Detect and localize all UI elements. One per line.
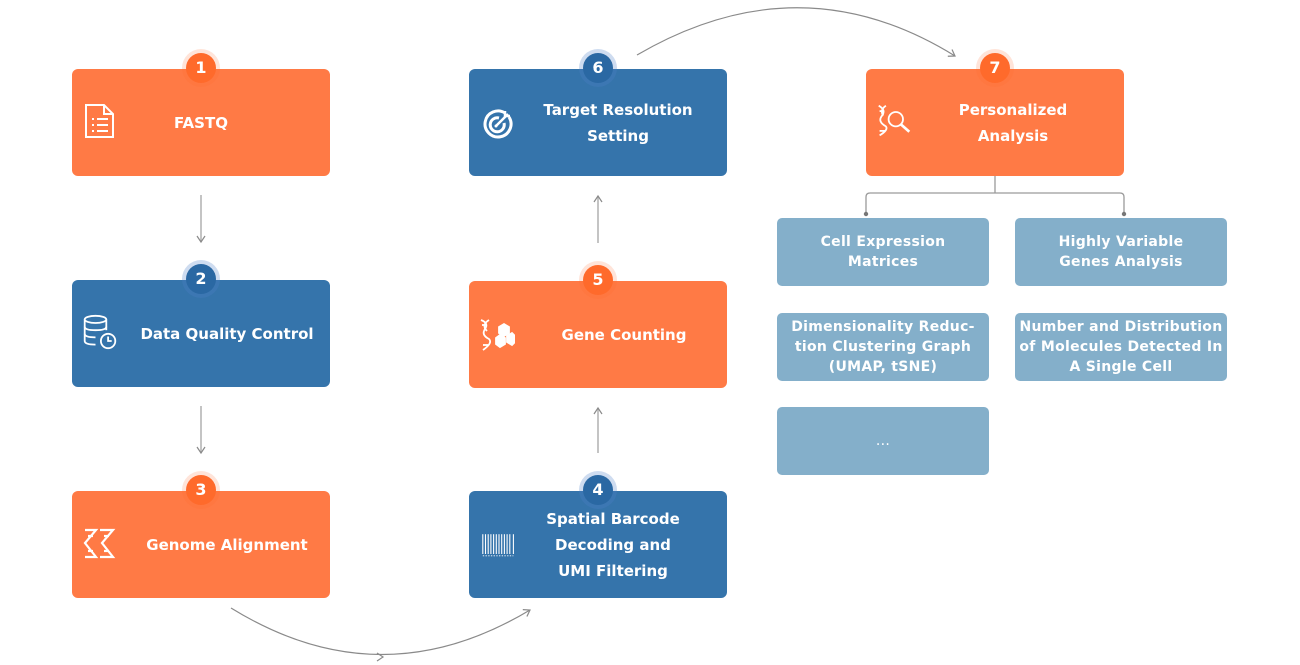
result-more: ... xyxy=(777,407,989,475)
step-data-quality-control: 2 Data Quality Control xyxy=(72,264,330,387)
step-number-badge: 5 xyxy=(583,265,613,295)
arrow-3-to-4-mid xyxy=(376,652,385,662)
step-label: Gene Counting xyxy=(561,325,687,344)
result-dimensionality-reduction: Dimensionality Reduc-tion Clustering Gra… xyxy=(777,313,989,381)
step-number-badge: 6 xyxy=(583,53,613,83)
step-number-badge: 7 xyxy=(980,53,1010,83)
step-genome-alignment: 3 Genome Alignment xyxy=(72,475,330,598)
step-label: Spatial Barcode Decoding and UMI Filteri… xyxy=(546,509,680,580)
result-label: Number and Distribution of Molecules Det… xyxy=(1019,319,1223,375)
barcode-icon xyxy=(481,527,517,563)
database-clock-icon xyxy=(82,314,118,350)
result-cell-expression-matrices: Cell Expression Matrices xyxy=(777,218,989,286)
tree-connector xyxy=(865,176,1125,213)
step-label: FASTQ xyxy=(174,113,228,132)
step-number-badge: 4 xyxy=(583,475,613,505)
step-spatial-barcode-decoding: 4 Spatial Barcode Decoding and UMI Filte… xyxy=(469,475,727,598)
result-highly-variable-genes: Highly Variable Genes Analysis xyxy=(1015,218,1227,286)
step-personalized-analysis: 7 Personalized Analysis xyxy=(866,53,1124,176)
step-label: Personalized Analysis xyxy=(958,100,1068,145)
step-number-badge: 3 xyxy=(186,475,216,505)
dna-hexagon-icon xyxy=(479,317,516,353)
result-label: ... xyxy=(875,433,891,449)
document-list-icon xyxy=(82,103,118,139)
dna-icon xyxy=(82,527,118,563)
step-number-badge: 2 xyxy=(186,264,216,294)
target-icon xyxy=(479,107,515,143)
result-molecule-distribution: Number and Distribution of Molecules Det… xyxy=(1015,313,1227,381)
arrow-6-to-7 xyxy=(636,7,956,57)
result-label: Cell Expression Matrices xyxy=(820,234,946,270)
result-label: Highly Variable Genes Analysis xyxy=(1058,234,1184,270)
step-number-badge: 1 xyxy=(186,53,216,83)
step-gene-counting: 5 Gene Counting xyxy=(469,265,727,388)
step-label: Target Resolution Setting xyxy=(543,100,693,145)
step-label: Genome Alignment xyxy=(146,535,308,554)
tree-dot-right xyxy=(1121,211,1127,217)
step-target-resolution-setting: 6 Target Resolution Setting xyxy=(469,53,727,176)
dna-search-icon xyxy=(876,103,912,139)
step-label: Data Quality Control xyxy=(140,324,314,343)
arrow-3-to-4 xyxy=(230,607,531,656)
step-fastq: 1 FASTQ xyxy=(72,53,330,176)
tree-dot-left xyxy=(863,211,869,217)
result-label: Dimensionality Reduc-tion Clustering Gra… xyxy=(791,319,975,375)
